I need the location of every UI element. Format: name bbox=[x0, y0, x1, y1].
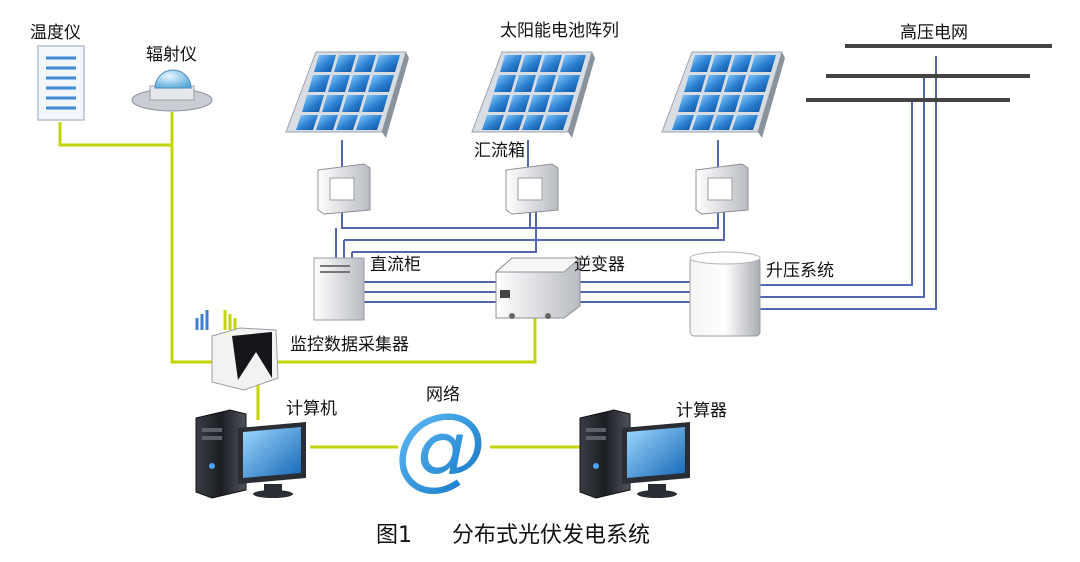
combiner-label: 汇流箱 bbox=[474, 141, 525, 161]
inverter-label: 逆变器 bbox=[574, 255, 625, 275]
solar-panel-icon bbox=[285, 51, 409, 138]
power-wires bbox=[335, 56, 937, 310]
solar-panel-icon bbox=[471, 51, 595, 138]
dc-cabinet-label: 直流柜 bbox=[370, 255, 421, 275]
wire-inverter-to-collector bbox=[258, 312, 537, 364]
inverter-icon bbox=[494, 257, 582, 319]
radiometer-icon bbox=[131, 69, 213, 112]
thermometer-icon bbox=[37, 45, 85, 121]
computer-icon bbox=[579, 409, 690, 499]
figure-number: 图1 bbox=[376, 523, 412, 548]
dc-cabinet-icon bbox=[313, 257, 365, 321]
network-icon: @ bbox=[394, 393, 486, 500]
combiner-box-icon bbox=[505, 163, 559, 215]
step-up-system-icon bbox=[689, 251, 761, 337]
data-collector-icon bbox=[195, 310, 279, 391]
computer-left-label: 计算机 bbox=[286, 399, 337, 419]
computer-right-label: 计算器 bbox=[676, 401, 727, 421]
combiner-box-icon bbox=[695, 163, 749, 215]
solar-panel-icon bbox=[661, 51, 785, 138]
figure-title: 分布式光伏发电系统 bbox=[452, 523, 650, 548]
solar-array-label: 太阳能电池阵列 bbox=[500, 21, 619, 41]
step-up-label: 升压系统 bbox=[766, 261, 834, 281]
data-collector-label: 监控数据采集器 bbox=[290, 335, 409, 355]
grid-label: 高压电网 bbox=[900, 23, 968, 43]
grid-lines bbox=[806, 44, 1052, 102]
network-label: 网络 bbox=[426, 385, 460, 405]
wire-thermometer-to-radiometer bbox=[58, 122, 172, 147]
computer-icon bbox=[195, 409, 306, 499]
radiometer-label: 辐射仪 bbox=[146, 45, 197, 65]
combiner-box-icon bbox=[317, 163, 371, 215]
thermometer-label: 温度仪 bbox=[30, 23, 81, 43]
